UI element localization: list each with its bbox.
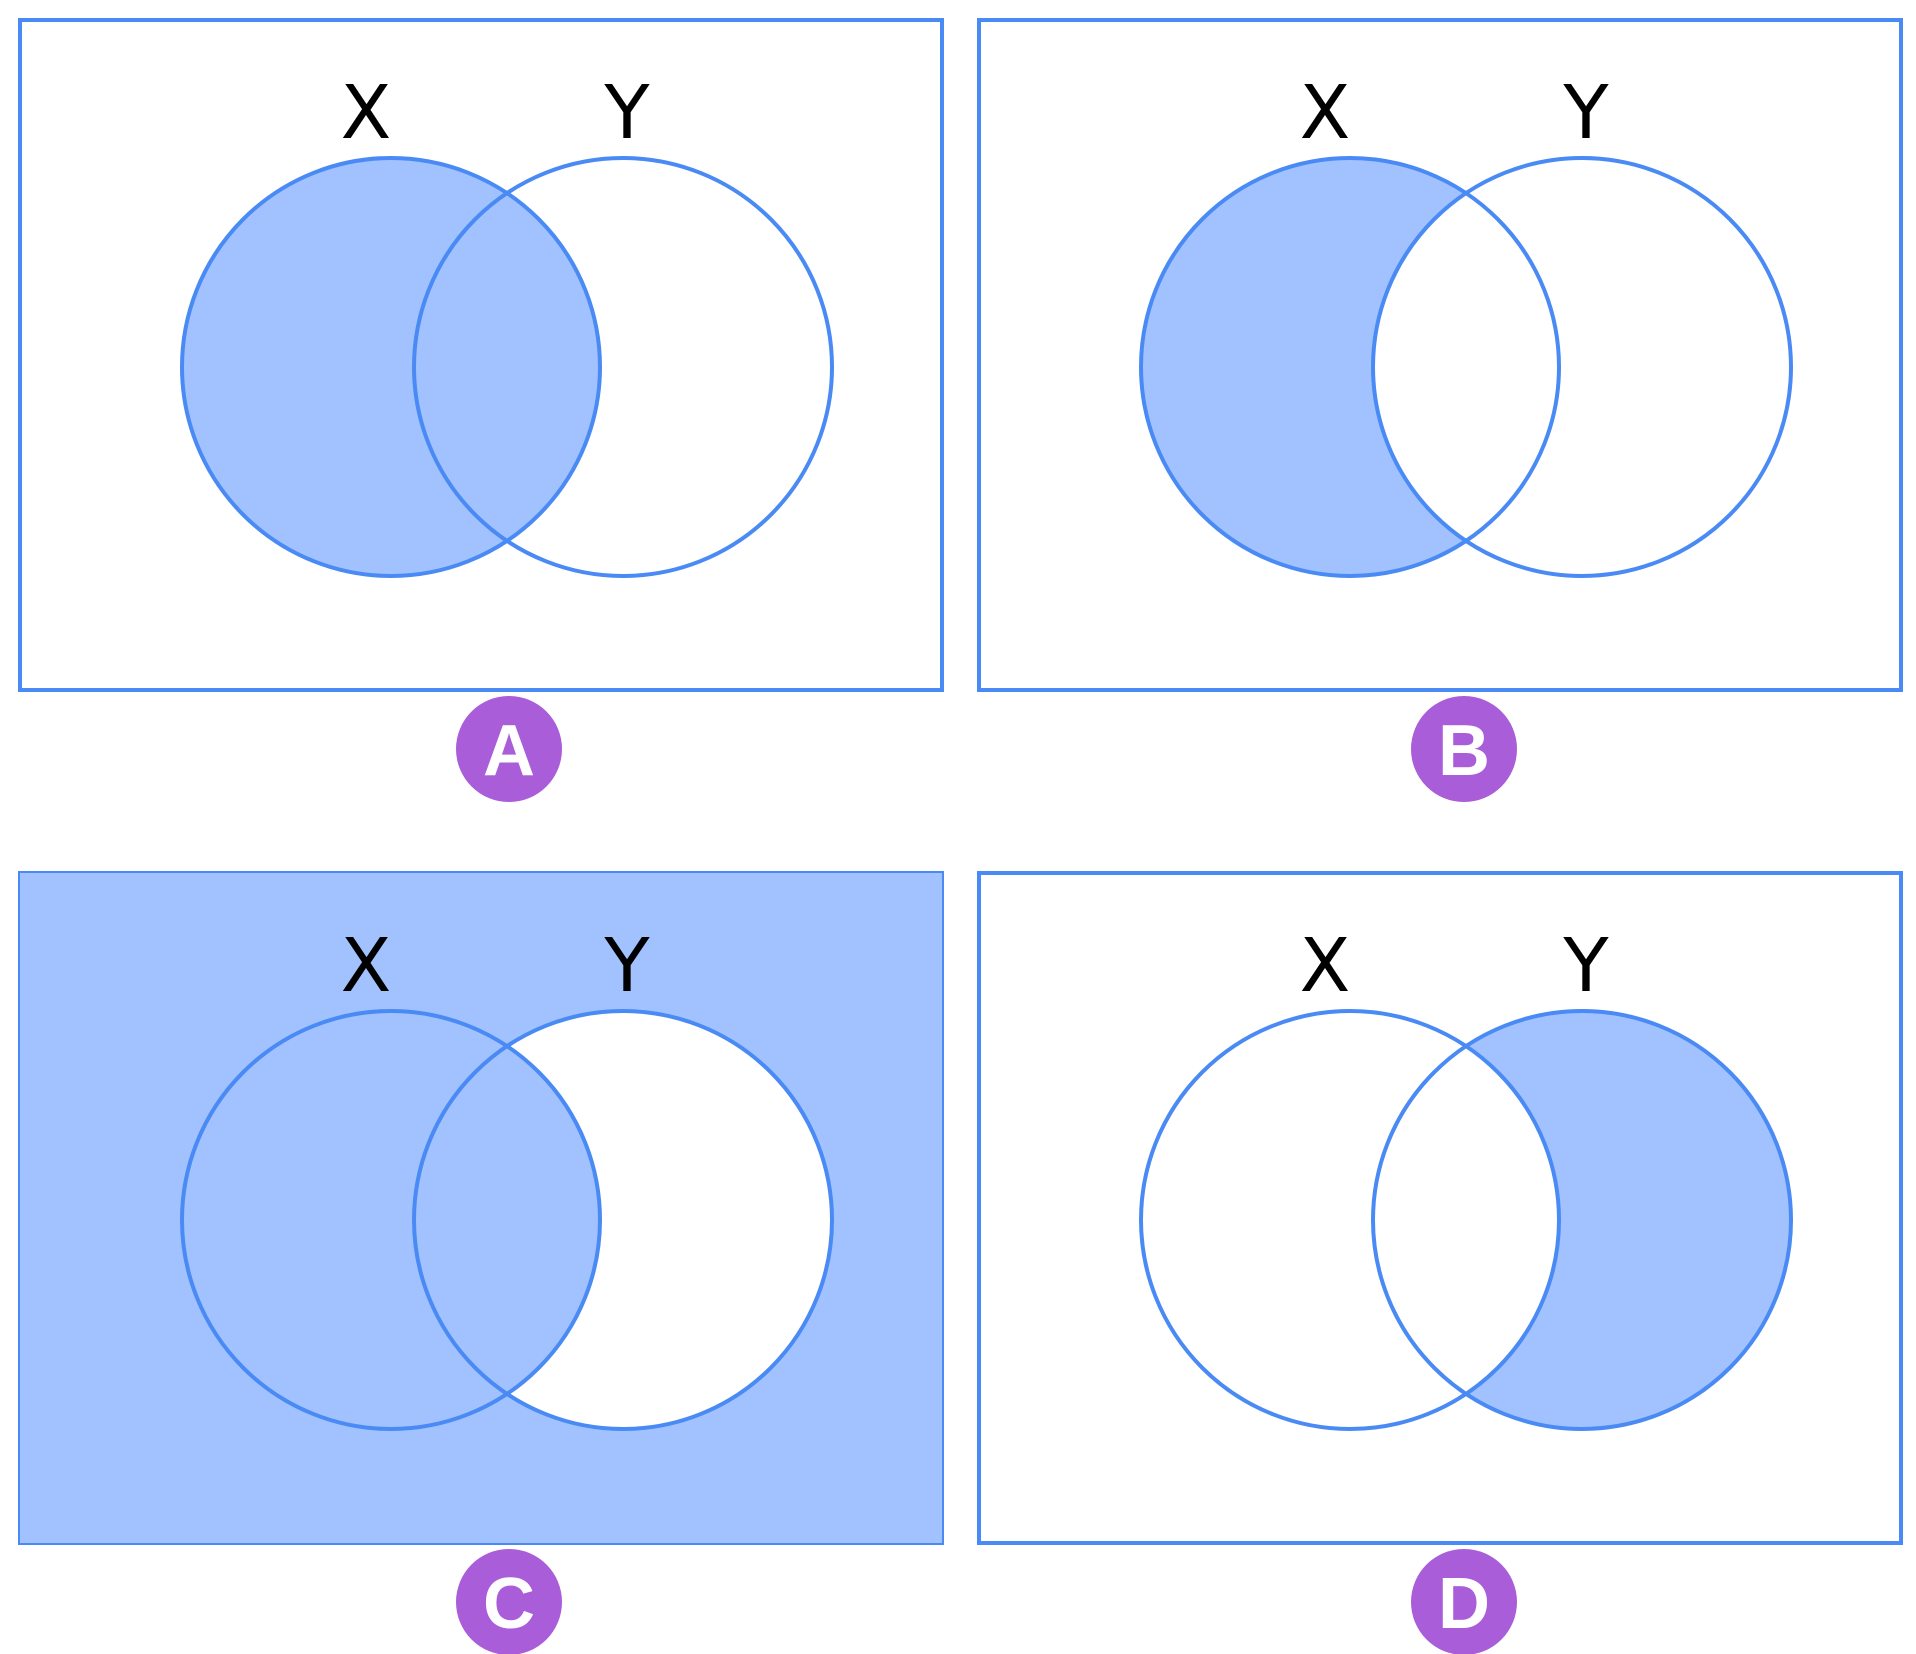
panel-a[interactable]: X Y A: [18, 18, 944, 802]
shaded-region-x-and-y: [413, 1046, 600, 1394]
set-x-circle: [1139, 156, 1561, 578]
panel-b[interactable]: X Y B: [977, 18, 1903, 802]
option-badge: [1411, 696, 1517, 802]
set-y-label: Y: [1562, 923, 1609, 1009]
option-letter: D: [1438, 1564, 1490, 1644]
shaded-region-x-only: [1141, 158, 1466, 576]
shaded-region-x-only: [181, 1010, 507, 1429]
set-y-label: Y: [1562, 70, 1609, 156]
shaded-regions: [181, 157, 601, 576]
set-x-circle: [180, 1009, 602, 1431]
set-y-circle: [1371, 1009, 1793, 1431]
option-badge: [456, 1549, 562, 1654]
set-y-label: Y: [603, 923, 650, 1009]
option-badge: [1411, 1549, 1517, 1654]
set-y-circle: [1371, 156, 1793, 578]
panel-d[interactable]: X Y D: [977, 871, 1903, 1654]
set-y-circle: [412, 1009, 834, 1431]
shaded-regions: [1466, 1010, 1791, 1429]
shaded-region-x-only: [181, 157, 507, 576]
set-x-label: X: [341, 70, 392, 156]
option-badge: [456, 696, 562, 802]
set-y-circle: [412, 156, 834, 578]
option-letter: C: [483, 1564, 535, 1644]
set-x-circle: [180, 156, 602, 578]
panel-c[interactable]: X Y C: [18, 871, 944, 1654]
set-x-label: X: [341, 923, 392, 1009]
option-letter: A: [483, 711, 535, 791]
option-letter: B: [1438, 711, 1490, 791]
shaded-regions: [1141, 158, 1466, 576]
shaded-region-x-and-y: [413, 193, 601, 541]
set-x-label: X: [1300, 923, 1351, 1009]
set-x-label: X: [1300, 70, 1351, 156]
universe-rect: [977, 18, 1903, 692]
set-y-label: Y: [603, 70, 650, 156]
shaded-region-y-only: [1466, 1010, 1791, 1429]
set-x-circle: [1139, 1009, 1561, 1431]
